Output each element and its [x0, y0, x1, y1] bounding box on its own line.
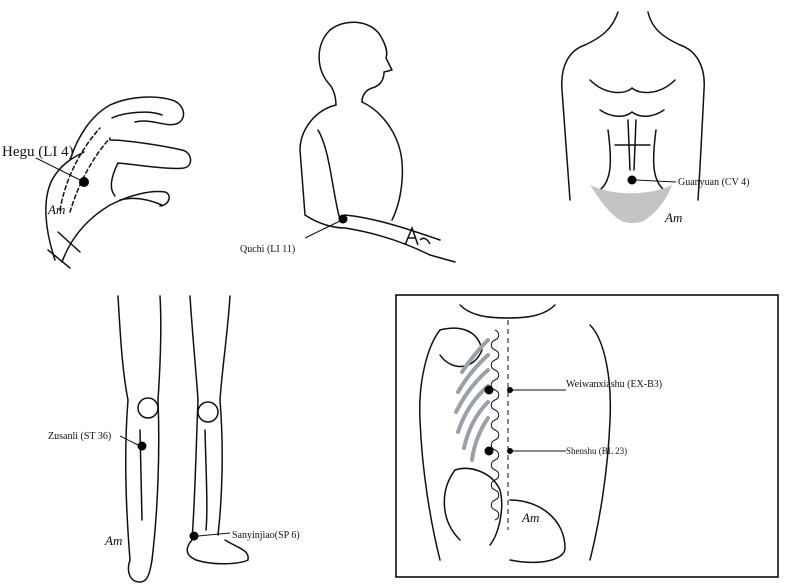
arm-panel: Quchi (LI 11) [240, 22, 455, 262]
arm-illustration [300, 22, 455, 262]
quchi-label: Quchi (LI 11) [240, 244, 295, 255]
legs-illustration [118, 296, 248, 582]
back-panel-frame [396, 295, 778, 577]
spine [491, 320, 508, 530]
back-illustration [420, 305, 611, 562]
legs-signature: Am [104, 533, 122, 548]
hegu-label: Hegu (LI 4) [2, 144, 74, 160]
quchi-point [339, 215, 348, 224]
sanyinjiao-point [190, 532, 199, 541]
pelvic-shade [590, 185, 672, 223]
weiwanxiashu-point [485, 386, 494, 395]
arm-signature [405, 228, 430, 245]
guanyuan-point [628, 176, 637, 185]
sanyinjiao-leader-line [198, 533, 230, 536]
shenshu-label: Shenshu (BL 23) [566, 446, 627, 456]
weiwanxiashu-label: Weiwanxiashu (EX-B3) [566, 379, 662, 390]
hand-illustration [46, 97, 191, 268]
zusanli-label: Zusanli (ST 36) [48, 431, 111, 442]
hegu-point [79, 177, 89, 187]
sanyinjiao-label: Sanyinjiao(SP 6) [232, 530, 300, 541]
back-panel: Weiwanxiashu (EX-B3) Shenshu (BL 23) Am [396, 295, 778, 577]
torso-illustration [562, 12, 704, 200]
ribcage [456, 340, 488, 460]
hand-panel: Hegu (LI 4) Am [2, 97, 191, 268]
torso-panel: Guanyuan (CV 4) Am [562, 12, 750, 225]
shenshu-point [485, 447, 494, 456]
torso-signature: Am [664, 210, 682, 225]
zusanli-point [138, 442, 147, 451]
legs-panel: Zusanli (ST 36) Sanyinjiao(SP 6) Am [48, 296, 300, 582]
back-signature: Am [521, 510, 539, 525]
guanyuan-leader-line [636, 180, 676, 182]
guanyuan-label: Guanyuan (CV 4) [678, 177, 749, 188]
hand-signature: Am [47, 202, 65, 217]
zusanli-leader-line [120, 436, 138, 445]
